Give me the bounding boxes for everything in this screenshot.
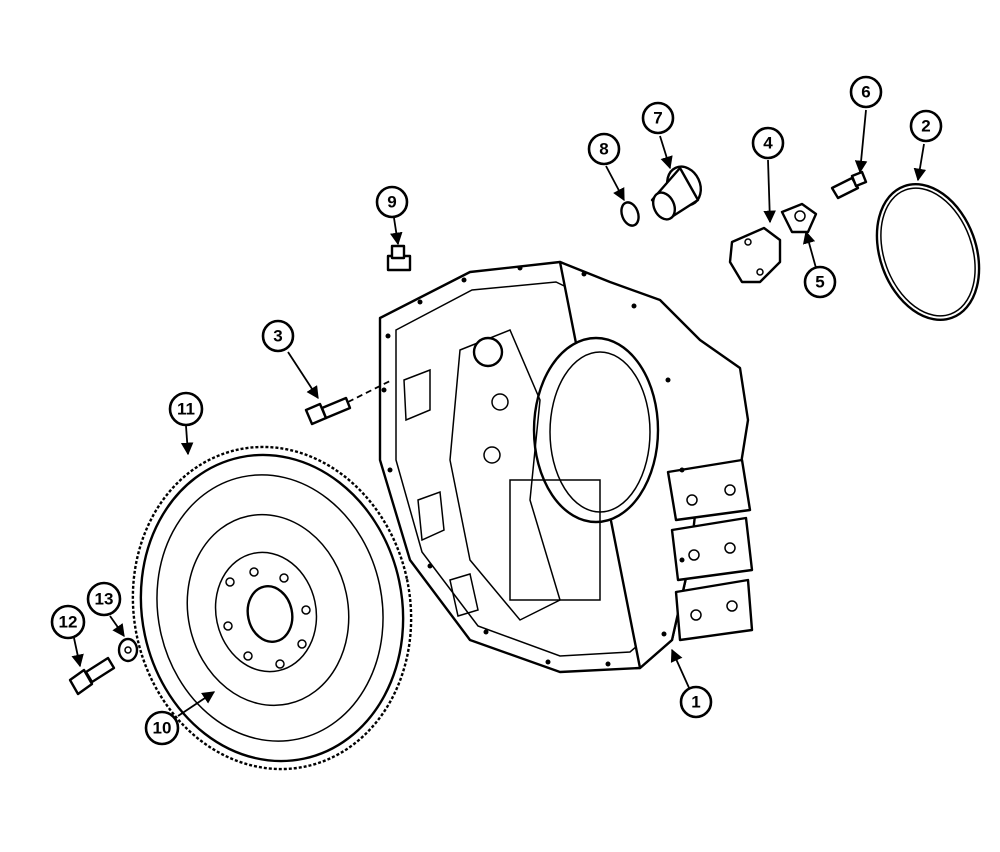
bracket: [780, 202, 818, 234]
callout-1: 1: [679, 685, 713, 719]
cover-plate: [728, 226, 782, 284]
callout-9: 9: [375, 185, 409, 219]
washer-13: [117, 637, 139, 663]
callout-5: 5: [803, 265, 837, 299]
plug: [650, 165, 702, 221]
callout-13: 13: [86, 581, 122, 617]
callout-2: 2: [909, 109, 943, 143]
callout-4: 4: [751, 126, 785, 160]
o-ring: [875, 183, 981, 321]
callout-12: 12: [50, 604, 86, 640]
bolt-12: [68, 656, 116, 696]
callout-label: 8: [599, 140, 608, 159]
callout-7: 7: [641, 101, 675, 135]
callout-8: 8: [587, 132, 621, 166]
callout-label: 11: [177, 400, 195, 419]
bolt-6: [830, 170, 868, 200]
callout-label: 12: [59, 613, 78, 632]
callout-11: 11: [168, 391, 204, 427]
callout-3: 3: [261, 319, 295, 353]
callout-10: 10: [144, 710, 180, 746]
callout-label: 5: [815, 273, 824, 292]
callout-label: 4: [763, 134, 773, 153]
callout-label: 13: [95, 590, 114, 609]
leader-lines: [71, 109, 927, 717]
callout-label: 2: [921, 117, 930, 136]
callout-label: 10: [153, 719, 172, 738]
flywheel-housing: [378, 260, 754, 674]
callout-label: 9: [387, 193, 396, 212]
flange-bolt-holes: [381, 265, 685, 667]
fitting: [386, 244, 412, 272]
flywheel: [131, 445, 413, 771]
bolt-3: [304, 379, 393, 426]
callout-label: 3: [273, 327, 282, 346]
callout-label: 7: [653, 109, 662, 128]
callout-label: 1: [691, 693, 700, 712]
washer-8: [620, 201, 640, 227]
callout-6: 6: [849, 75, 883, 109]
callout-label: 6: [861, 83, 870, 102]
